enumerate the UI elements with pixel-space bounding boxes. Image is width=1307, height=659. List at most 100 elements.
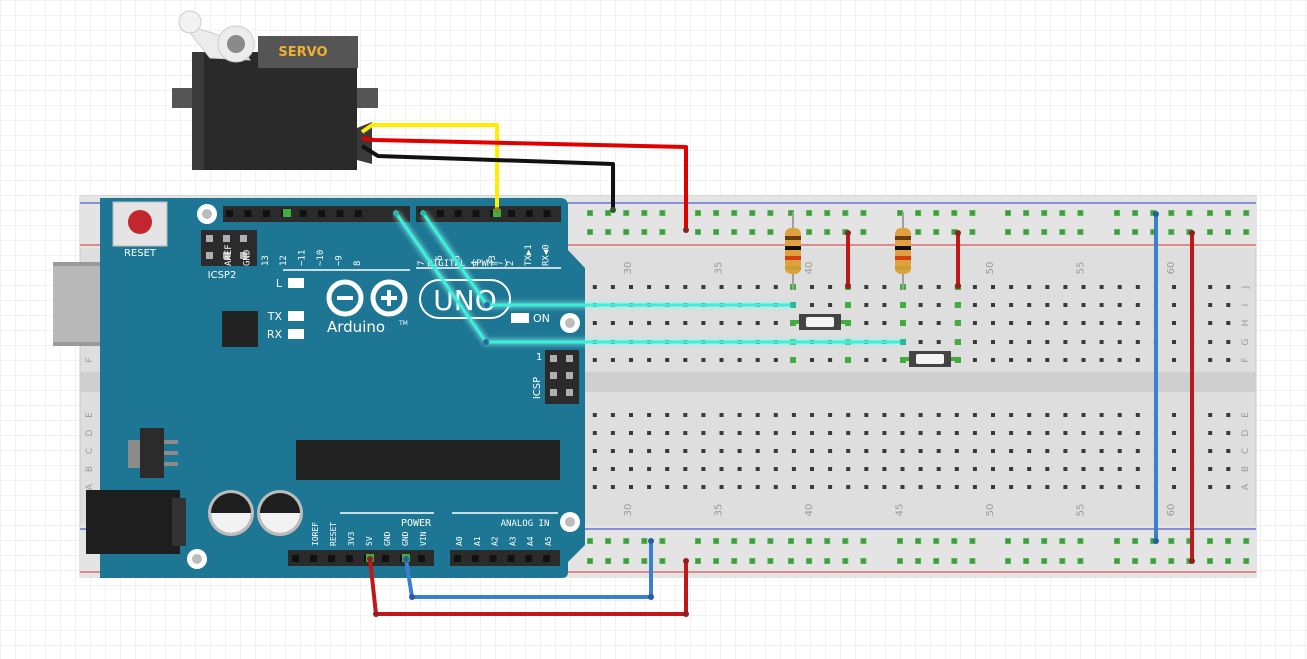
breadboard-hole	[972, 485, 977, 489]
breadboard-hole	[1099, 340, 1104, 344]
breadboard-hole	[936, 431, 941, 435]
breadboard-hole	[936, 413, 941, 417]
breadboard-hole	[737, 485, 742, 489]
resistors[interactable]	[785, 212, 911, 290]
breadboard-hole	[1117, 285, 1122, 289]
row-letter: C	[85, 448, 95, 454]
breadboard-hole	[592, 285, 597, 289]
breadboard-hole	[1099, 358, 1104, 362]
breadboard-hole	[936, 467, 941, 471]
breadboard-hole	[1045, 321, 1050, 325]
breadboard-hole	[1027, 467, 1032, 471]
breadboard-hole	[1045, 413, 1050, 417]
breadboard-hole	[1045, 285, 1050, 289]
column-number: 35	[714, 262, 725, 275]
connected-hole	[1005, 210, 1011, 216]
header-pin	[418, 555, 425, 562]
breadboard-hole	[972, 303, 977, 307]
icsp-pin	[566, 389, 573, 396]
breadboard-hole	[972, 431, 977, 435]
column-number: 60	[1166, 504, 1177, 517]
breadboard-hole	[882, 303, 887, 307]
connected-hole	[713, 558, 720, 564]
servo-signal-wire[interactable]	[360, 123, 499, 210]
resistor-band	[785, 246, 801, 250]
breadboard-hole	[701, 285, 706, 289]
breadboard-hole	[1081, 358, 1086, 362]
arduino-5v-wire[interactable]	[368, 558, 688, 616]
breadboard-hole	[1172, 285, 1176, 289]
breadboard-hole	[828, 303, 833, 307]
led-l-label: L	[276, 277, 283, 290]
connected-hole	[1041, 210, 1048, 216]
breadboard-hole	[991, 467, 995, 471]
breadboard-hole	[1099, 285, 1104, 289]
connected-hole	[1041, 229, 1048, 235]
breadboard-hole	[864, 303, 869, 307]
connected-hole	[1225, 538, 1232, 544]
push-button	[903, 351, 957, 367]
breadboard-hole	[701, 413, 706, 417]
breadboard-hole	[972, 449, 977, 453]
breadboard-hole	[810, 485, 814, 489]
row-letter: B	[85, 466, 95, 472]
digital-pin-label: ~6	[435, 255, 445, 266]
arduino-gnd-wire[interactable]	[404, 541, 653, 599]
column-number: 50	[985, 504, 996, 517]
breadboard-hole	[1135, 358, 1140, 362]
digital-pin-label: 7	[417, 261, 427, 266]
analog-pin-label: A4	[526, 536, 535, 546]
servo-ground-wire[interactable]	[360, 144, 615, 210]
row-letter: B	[1241, 466, 1251, 472]
connected-hole	[767, 558, 774, 564]
row-letter: F	[85, 357, 95, 362]
breadboard-hole	[882, 449, 887, 453]
breadboard-hole	[810, 285, 814, 289]
servo-motor[interactable]: SERVO	[172, 10, 378, 170]
header-pin	[454, 210, 462, 217]
analog-pin-label: A0	[455, 536, 464, 546]
breadboard-hole	[1208, 413, 1213, 417]
connected-hole	[1059, 210, 1066, 216]
breadboard-hole	[592, 358, 597, 362]
connected-hole	[900, 320, 906, 326]
breadboard-hole	[1117, 340, 1122, 344]
servo-power-wire[interactable]	[361, 136, 688, 230]
power-pin-label: VIN	[419, 531, 428, 546]
voltage-regulator	[140, 428, 164, 478]
wire-endpoint	[393, 210, 399, 216]
breadboard-hole	[773, 285, 778, 289]
reset-button-cap[interactable]	[128, 210, 152, 234]
connected-hole	[1059, 538, 1066, 544]
wire-endpoint	[683, 611, 689, 617]
connected-hole	[860, 210, 867, 216]
breadboard-hole	[1063, 485, 1068, 489]
breadboard-hole	[900, 413, 905, 417]
breadboard-hole	[972, 285, 977, 289]
wire-endpoint	[373, 611, 379, 617]
connected-hole	[969, 558, 976, 564]
row-letter: E	[85, 412, 95, 418]
connected-hole	[695, 538, 701, 544]
power-pin-label: IOREF	[311, 522, 320, 546]
push-buttons[interactable]	[793, 314, 957, 367]
breadboard-hole	[683, 431, 688, 435]
connected-hole	[1041, 538, 1048, 544]
breadboard-hole	[1226, 485, 1231, 489]
connected-hole	[955, 357, 961, 363]
resistor-band	[895, 246, 911, 250]
breadboard-hole	[647, 285, 652, 289]
icsp-pins	[550, 355, 573, 396]
breadboard-hole	[755, 485, 760, 489]
breadboard-hole	[592, 413, 597, 417]
breadboard-hole	[900, 485, 905, 489]
breadboard-hole	[701, 467, 706, 471]
arduino-trademark: TM	[398, 320, 408, 327]
push-button-leg	[841, 320, 847, 324]
breadboard-hole	[810, 431, 814, 435]
breadboard-hole	[1172, 485, 1176, 489]
breadboard-hole	[755, 413, 760, 417]
power-pin-label: GND	[383, 531, 392, 546]
breadboard-hole	[864, 321, 869, 325]
